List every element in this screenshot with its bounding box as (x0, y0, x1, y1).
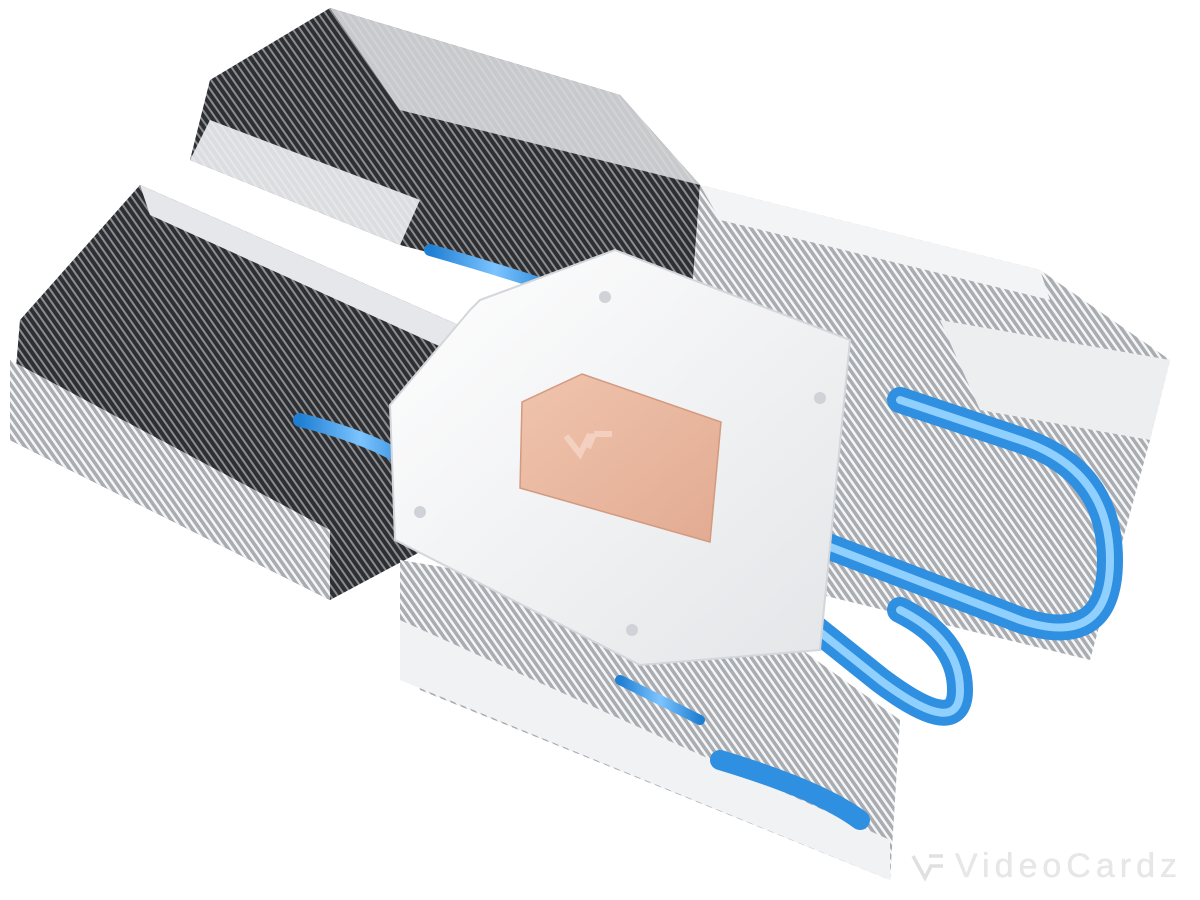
fin-stack-mid-left (10, 185, 480, 600)
copper-contact-pad (519, 373, 722, 543)
videocardz-logo-icon (911, 853, 943, 882)
screw-hole-icon (626, 624, 638, 636)
watermark: VideoCardz (911, 847, 1182, 886)
watermark-text: VideoCardz (954, 847, 1182, 885)
heat-pipes (293, 244, 1124, 830)
screw-hole-icon (414, 506, 426, 518)
screw-hole-icon (814, 392, 826, 404)
screw-hole-icon (599, 291, 611, 303)
fin-stack-top-left (190, 8, 700, 320)
